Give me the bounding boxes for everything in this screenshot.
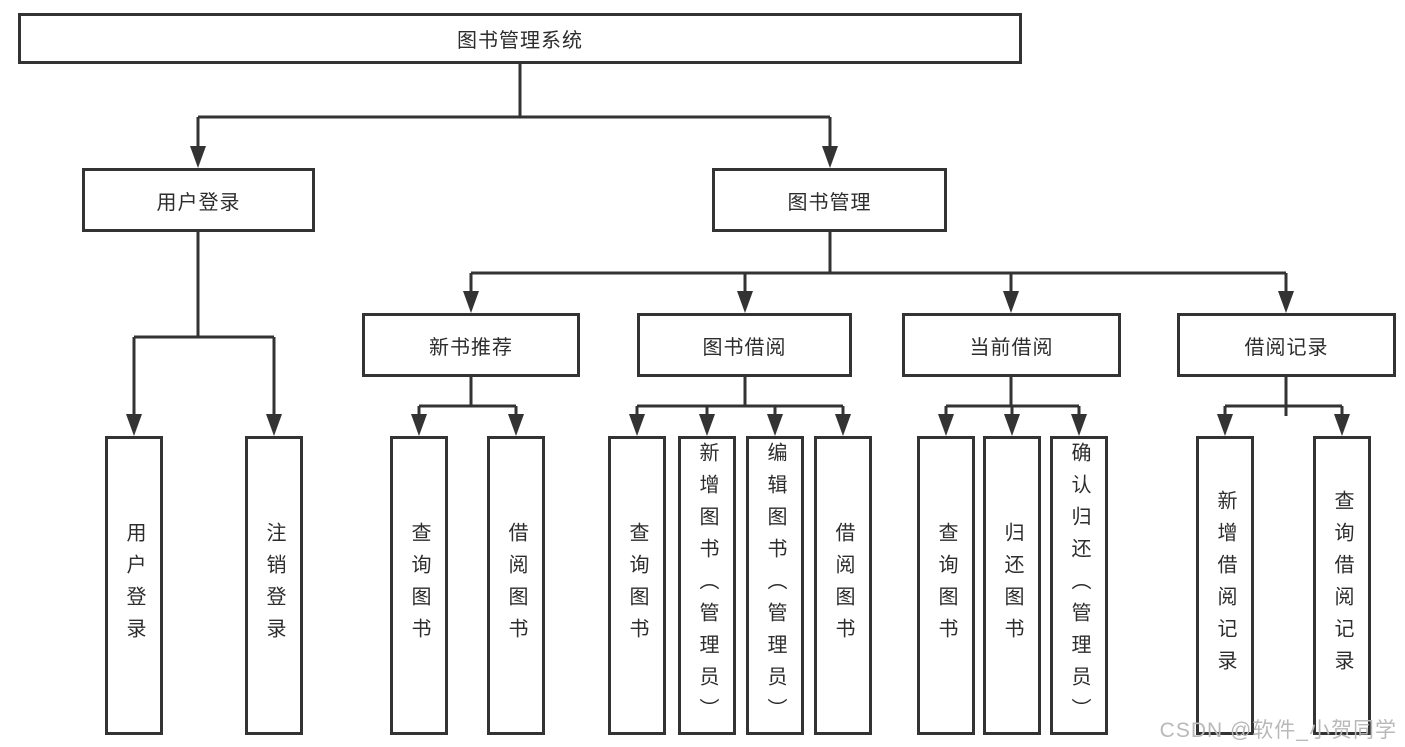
connector-root-to-level2 (196, 64, 832, 148)
arrow-down-icon (767, 414, 783, 436)
leaf-recommend-borrow-books: 借阅图书 (487, 436, 545, 735)
node-library-system-label: 图书管理系统 (457, 30, 583, 52)
leaf-borrow-query-books-label: 查询图书 (626, 521, 648, 650)
leaf-user-login-label: 用户登录 (123, 521, 145, 650)
connector-book-management-branch (469, 232, 1288, 292)
arrow-down-icon (1217, 414, 1233, 436)
arrow-down-icon (699, 414, 715, 436)
leaf-records-add-record-label: 新增借阅记录 (1214, 489, 1236, 682)
leaf-borrow-borrow-books-label: 借阅图书 (832, 521, 854, 650)
connector-book-borrow-branch (635, 377, 845, 416)
leaf-records-add-record: 新增借阅记录 (1196, 436, 1254, 735)
leaf-records-query-record-label: 查询借阅记录 (1331, 489, 1353, 682)
leaf-borrow-edit-books-admin: 编辑图书（管理员） (746, 436, 804, 735)
leaf-current-confirm-return-admin: 确认归还（管理员） (1050, 436, 1108, 735)
arrow-down-icon (1278, 291, 1294, 313)
node-user-login-label: 用户登录 (156, 191, 241, 214)
connector-lines (132, 64, 1344, 416)
arrow-down-icon (822, 146, 838, 168)
leaf-borrow-query-books: 查询图书 (608, 436, 666, 735)
node-book-management-label: 图书管理 (787, 191, 872, 214)
node-book-borrow: 图书借阅 (637, 313, 852, 377)
leaf-borrow-borrow-books: 借阅图书 (814, 436, 872, 735)
arrowheads (126, 146, 1350, 436)
leaf-recommend-borrow-books-label: 借阅图书 (505, 521, 527, 650)
leaf-logout: 注销登录 (245, 436, 303, 735)
leaf-current-query-books: 查询图书 (917, 436, 975, 735)
arrow-down-icon (508, 414, 524, 436)
node-library-system: 图书管理系统 (18, 13, 1022, 64)
leaf-current-confirm-return-admin-label: 确认归还（管理员） (1068, 441, 1090, 730)
csdn-watermark: CSDN @软件_小贺同学 (1159, 719, 1397, 742)
arrow-down-icon (737, 291, 753, 313)
connector-new-book-branch (417, 377, 518, 416)
node-borrow-records: 借阅记录 (1177, 313, 1396, 377)
leaf-records-query-record: 查询借阅记录 (1313, 436, 1371, 735)
node-current-borrow-label: 当前借阅 (969, 336, 1054, 359)
connector-current-borrow-branch (944, 377, 1081, 416)
leaf-logout-label: 注销登录 (263, 521, 285, 650)
arrow-down-icon (463, 291, 479, 313)
node-new-book-recommend-label: 新书推荐 (429, 336, 513, 359)
connector-borrow-records-branch (1223, 377, 1344, 416)
node-book-borrow-label: 图书借阅 (702, 336, 787, 359)
arrow-down-icon (1334, 414, 1350, 436)
node-book-management: 图书管理 (712, 168, 947, 232)
arrow-down-icon (126, 414, 142, 436)
arrow-down-icon (411, 414, 427, 436)
node-current-borrow: 当前借阅 (902, 313, 1121, 377)
arrow-down-icon (938, 414, 954, 436)
arrow-down-icon (266, 414, 282, 436)
leaf-recommend-query-books-label: 查询图书 (408, 521, 430, 650)
arrow-down-icon (1004, 414, 1020, 436)
leaf-current-return-books: 归还图书 (983, 436, 1041, 735)
node-user-login: 用户登录 (82, 168, 315, 232)
arrow-down-icon (1003, 291, 1019, 313)
connector-user-login-branch (132, 232, 276, 416)
node-new-book-recommend: 新书推荐 (362, 313, 580, 377)
leaf-borrow-add-books-admin-label: 新增图书（管理员） (696, 441, 718, 730)
arrow-down-icon (629, 414, 645, 436)
leaf-borrow-edit-books-admin-label: 编辑图书（管理员） (764, 441, 786, 730)
leaf-recommend-query-books: 查询图书 (390, 436, 448, 735)
arrow-down-icon (190, 146, 206, 168)
leaf-borrow-add-books-admin: 新增图书（管理员） (678, 436, 736, 735)
leaf-user-login: 用户登录 (105, 436, 163, 735)
leaf-current-return-books-label: 归还图书 (1001, 521, 1023, 650)
leaf-current-query-books-label: 查询图书 (935, 521, 957, 650)
arrow-down-icon (1071, 414, 1087, 436)
arrow-down-icon (835, 414, 851, 436)
node-borrow-records-label: 借阅记录 (1244, 336, 1329, 359)
